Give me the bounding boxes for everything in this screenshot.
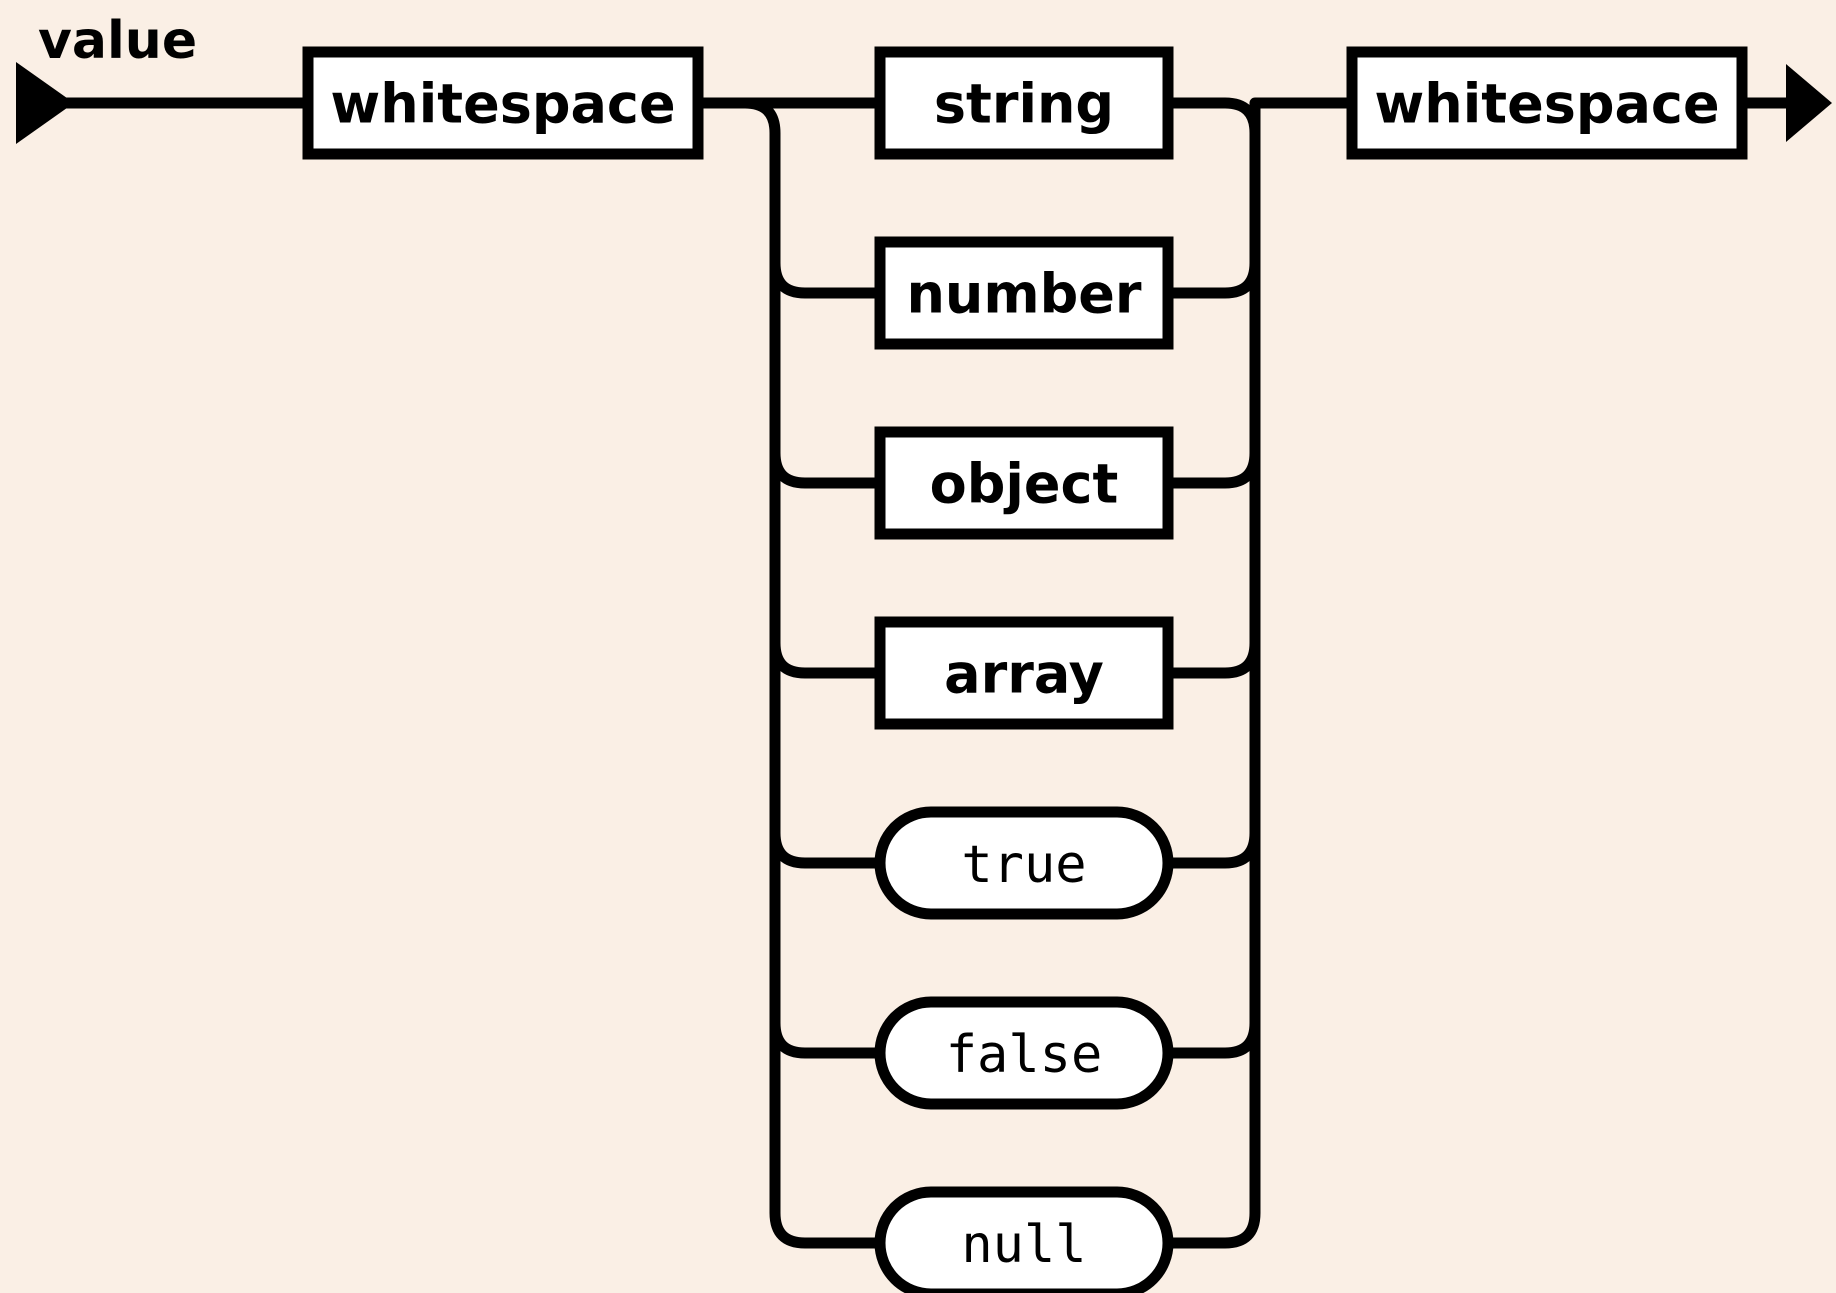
node-box <box>874 46 1174 160</box>
right-join-object <box>1168 452 1261 489</box>
node-null[interactable]: null <box>874 1186 1174 1293</box>
node-label: whitespace <box>330 73 675 136</box>
node-label: string <box>934 73 1114 136</box>
node-object[interactable]: object <box>874 426 1174 540</box>
right-exit-line <box>1249 97 1352 133</box>
end-arrow-icon <box>1786 64 1832 142</box>
node-label: true <box>961 835 1086 895</box>
left-feed-array <box>769 642 880 679</box>
node-label: false <box>946 1025 1103 1085</box>
node-box <box>874 616 1174 730</box>
node-number[interactable]: number <box>874 236 1174 350</box>
rule-title: value <box>38 11 197 71</box>
left-feed-object <box>769 452 880 489</box>
node-box <box>874 426 1174 540</box>
node-pill <box>874 1186 1174 1293</box>
node-label: whitespace <box>1374 73 1719 136</box>
right-join-array <box>1168 642 1261 679</box>
node-label: number <box>906 263 1141 326</box>
node-array[interactable]: array <box>874 616 1174 730</box>
node-label: array <box>944 643 1104 706</box>
node-false[interactable]: false <box>874 996 1174 1110</box>
right-rail-spine <box>1168 97 1261 1249</box>
left-branch-rail <box>698 97 880 1249</box>
node-label: object <box>930 453 1119 516</box>
node-whitespace-leading[interactable]: whitespace <box>302 46 704 160</box>
left-feed-number <box>769 262 880 299</box>
right-join-false <box>1168 1022 1261 1059</box>
right-branch-rail <box>1168 97 1352 1249</box>
node-label: null <box>961 1215 1086 1275</box>
right-join-true <box>1168 832 1261 869</box>
left-feed-true <box>769 832 880 869</box>
node-string[interactable]: string <box>874 46 1174 160</box>
node-whitespace-trailing[interactable]: whitespace <box>1346 46 1748 160</box>
right-join-number <box>1168 262 1261 299</box>
node-true[interactable]: true <box>874 806 1174 920</box>
start-triangle-icon <box>16 62 74 144</box>
node-pill <box>874 996 1174 1110</box>
exit-track <box>1742 64 1832 142</box>
entry-track <box>16 62 308 144</box>
node-pill <box>874 806 1174 920</box>
node-box <box>874 236 1174 350</box>
left-feed-false <box>769 1022 880 1059</box>
